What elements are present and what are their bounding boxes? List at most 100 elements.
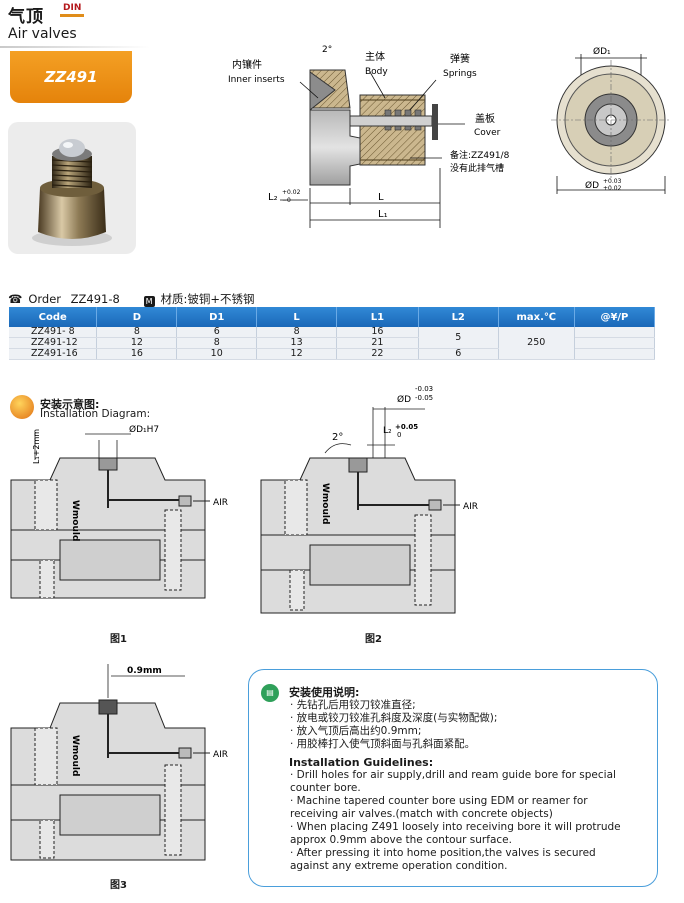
- guideline-en-item: receiving air valves.(match with concret…: [290, 808, 553, 820]
- col-max-temp: max.℃: [498, 307, 575, 327]
- col-L1: L1: [336, 307, 419, 327]
- figure-3-label: 图3: [110, 880, 127, 891]
- dim-L: L: [378, 192, 384, 203]
- dim-D1: ØD₁: [593, 46, 611, 57]
- page-title-cn: 气顶: [8, 7, 44, 27]
- order-code: ZZ491-8: [70, 292, 120, 306]
- cross-section-drawing: 内镶件 Inner inserts 2° 主体 Body 弹簧 Springs …: [210, 40, 530, 230]
- product-code-tab: ZZ491: [10, 51, 132, 103]
- fig1-dim-D1: ØD₁H7: [129, 424, 159, 435]
- cell-D1: 8: [176, 337, 258, 349]
- brand-label: Wmould: [70, 500, 80, 541]
- fig2-angle: 2°: [332, 432, 343, 443]
- figure-1: AIR Wmould ØD₁H7 L₁+2mm: [5, 420, 245, 620]
- fig2-dim-L2-upper: +0.05: [395, 423, 418, 431]
- dim-L2: L₂: [268, 192, 278, 203]
- guideline-cn-item: · 放电或铰刀铰准孔斜度及深度(与实物配做);: [290, 712, 498, 724]
- figure-2: AIR Wmould 2° ØD -0.03 -0.05 L₂ +0.05 0: [255, 385, 495, 620]
- label-body-cn: 主体: [365, 51, 385, 63]
- dim-L1: L₁: [378, 209, 388, 220]
- installation-icon: [10, 395, 34, 419]
- guideline-en-item: · When placing Z491 loosely into receivi…: [290, 821, 621, 833]
- air-label: AIR: [463, 502, 478, 512]
- fig2-dim-L2-lower: 0: [397, 431, 401, 439]
- guideline-en-item: · Machine tapered counter bore using EDM…: [290, 795, 588, 807]
- fig2-dim-D-upper: -0.03: [415, 385, 433, 393]
- header-divider: [0, 46, 150, 48]
- cell-D: 12: [96, 337, 178, 349]
- table-header-row: Code D D1 L L1 L2 max.℃ @¥/P: [9, 307, 656, 327]
- label-cover-cn: 盖板: [475, 112, 495, 125]
- book-icon: ▤: [261, 684, 279, 702]
- cell-L1: 22: [336, 348, 419, 360]
- guidelines-box: [248, 669, 658, 887]
- product-photo: [8, 122, 136, 254]
- col-D1: D1: [176, 307, 258, 327]
- dim-L2-tol-upper: +0.02: [282, 189, 301, 196]
- cell-D: 8: [96, 327, 178, 338]
- note-line2: 没有此排气槽: [450, 162, 504, 174]
- dim-D-tol-upper: +0.03: [603, 178, 622, 185]
- fig1-dim-L1: L₁+2mm: [32, 429, 41, 464]
- col-code: Code: [9, 307, 98, 327]
- front-view-drawing: ØD₁ ØD +0.03 +0.02: [545, 40, 680, 200]
- label-spring-en: Springs: [443, 69, 477, 79]
- installation-title-cn: 安装示意图:: [40, 398, 100, 411]
- note-line1: 备注:ZZ491/8: [450, 149, 510, 161]
- cell-code: ZZ491-16: [9, 348, 98, 360]
- label-spring-cn: 弹簧: [450, 52, 470, 65]
- order-label: Order: [28, 292, 62, 306]
- fig3-dim: 0.9mm: [127, 666, 162, 676]
- material-icon: M: [143, 296, 155, 307]
- brand-label: Wmould: [320, 483, 330, 524]
- fig2-dim-D: ØD: [397, 394, 411, 405]
- guideline-cn-item: · 用胶棒打入使气顶斜面与孔斜面紧配。: [290, 738, 476, 750]
- cell-L2-merged: 5: [418, 327, 499, 349]
- material-text: 材质:铍铜+不锈钢: [160, 292, 255, 306]
- table-row: ZZ491-16 16 10 12 22 6: [9, 348, 656, 360]
- guidelines-title-cn: 安装使用说明:: [289, 686, 360, 699]
- table-row: ZZ491- 8 8 6 8 16 5 250: [9, 327, 656, 360]
- guideline-en-item: against any extreme operation condition.: [290, 860, 508, 872]
- brand-label: Wmould: [70, 735, 80, 776]
- fig2-dim-L2: L₂: [383, 426, 392, 436]
- spec-table: Code D D1 L L1 L2 max.℃ @¥/P ZZ491- 8 8 …: [9, 307, 656, 360]
- cell-max-temp: 250: [498, 327, 575, 360]
- col-L2: L2: [418, 307, 499, 327]
- label-cover-en: Cover: [474, 128, 501, 138]
- col-D: D: [96, 307, 178, 327]
- air-valve-photo-icon: [32, 139, 112, 246]
- order-line: ☎ Order ZZ491-8 M 材质:铍铜+不锈钢: [8, 291, 261, 307]
- phone-icon: ☎: [8, 292, 23, 306]
- col-price: @¥/P: [574, 307, 656, 327]
- guideline-cn-item: · 先钻孔后用铰刀铰准直径;: [290, 699, 416, 711]
- cell-D1: 6: [176, 327, 258, 338]
- cell-price: [574, 348, 656, 360]
- guideline-en-item: · After pressing it into home position,t…: [290, 847, 596, 859]
- installation-title-en: Installation Diagram:: [40, 408, 151, 420]
- guideline-en-item: counter bore.: [290, 782, 361, 794]
- cell-L2: 6: [418, 348, 499, 360]
- dim-L2-tol-lower: −0: [282, 197, 291, 204]
- din-badge: DIN: [60, 4, 85, 17]
- col-L: L: [256, 307, 337, 327]
- page-title-en: Air valves: [8, 26, 77, 42]
- figure-1-label: 图1: [110, 634, 127, 645]
- cell-L1: 16: [336, 327, 419, 338]
- guideline-en-item: · Drill holes for air supply,drill and r…: [290, 769, 616, 781]
- cell-price: [574, 327, 656, 338]
- cell-L: 12: [256, 348, 337, 360]
- figure-3: AIR Wmould 0.9mm: [5, 660, 245, 870]
- label-angle: 2°: [322, 45, 332, 55]
- cell-D1: 10: [176, 348, 258, 360]
- label-inner-cn: 内镶件: [232, 58, 262, 71]
- cell-code: ZZ491- 8: [9, 327, 98, 338]
- fig2-dim-D-lower: -0.05: [415, 394, 433, 402]
- label-inner-en: Inner inserts: [228, 75, 285, 85]
- label-body-en: Body: [365, 67, 388, 77]
- dim-D: ØD: [585, 180, 599, 191]
- cell-L1: 21: [336, 337, 419, 349]
- table-row: ZZ491-12 12 8 13 21: [9, 337, 656, 349]
- guideline-en-item: approx 0.9mm above the contour surface.: [290, 834, 512, 846]
- cell-price: [574, 337, 656, 349]
